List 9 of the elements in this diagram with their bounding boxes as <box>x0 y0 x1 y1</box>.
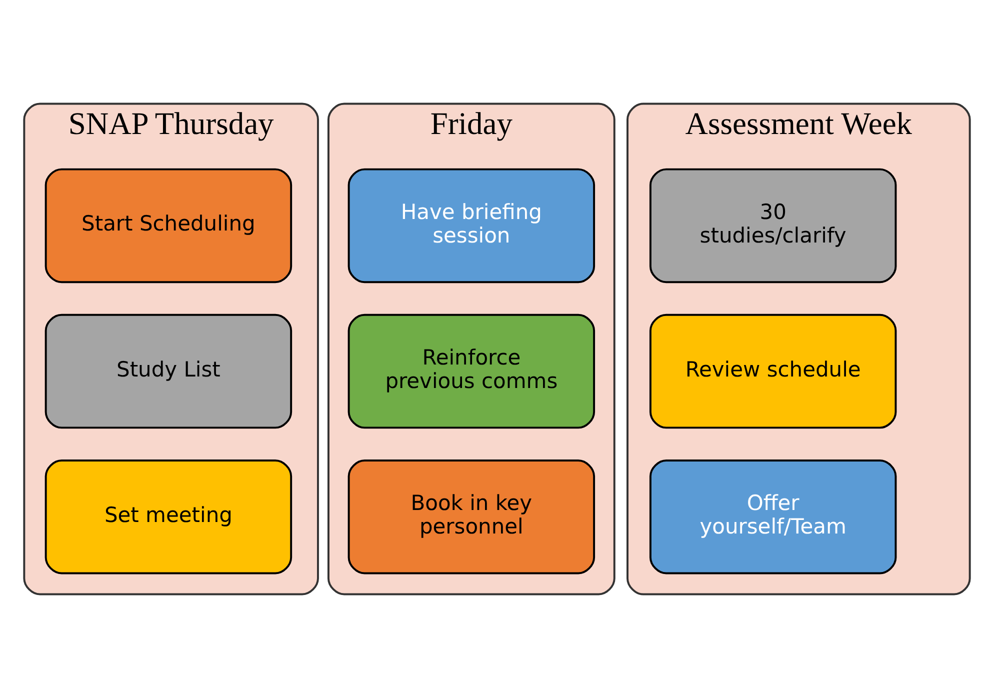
node-box: Start Scheduling <box>44 168 292 284</box>
node-box: Reinforce previous comms <box>348 314 596 429</box>
node-box: Book in key personnel <box>348 460 596 574</box>
node-box: Study List <box>44 314 292 429</box>
node-box: Review schedule <box>649 314 897 429</box>
node-box: Set meeting <box>44 460 292 574</box>
node-box: Offer yourself/Team <box>649 460 897 574</box>
node-box: 30 studies/clarify <box>649 168 897 284</box>
node-box: Have briefing session <box>348 168 596 284</box>
